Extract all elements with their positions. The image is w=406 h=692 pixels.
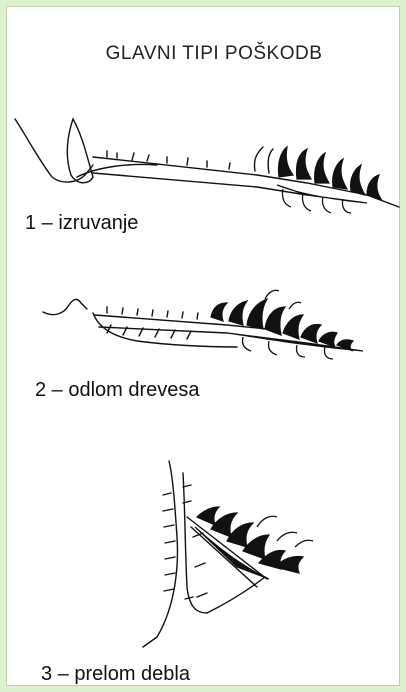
illustration-uprooting [7, 7, 401, 687]
caption-type-3: 3 – prelom debla [41, 663, 190, 686]
figure-frame: GLAVNI TIPI POŠKODB [6, 6, 400, 686]
caption-type-2: 2 – odlom drevesa [35, 379, 200, 402]
caption-type-1: 1 – izruvanje [25, 212, 138, 235]
